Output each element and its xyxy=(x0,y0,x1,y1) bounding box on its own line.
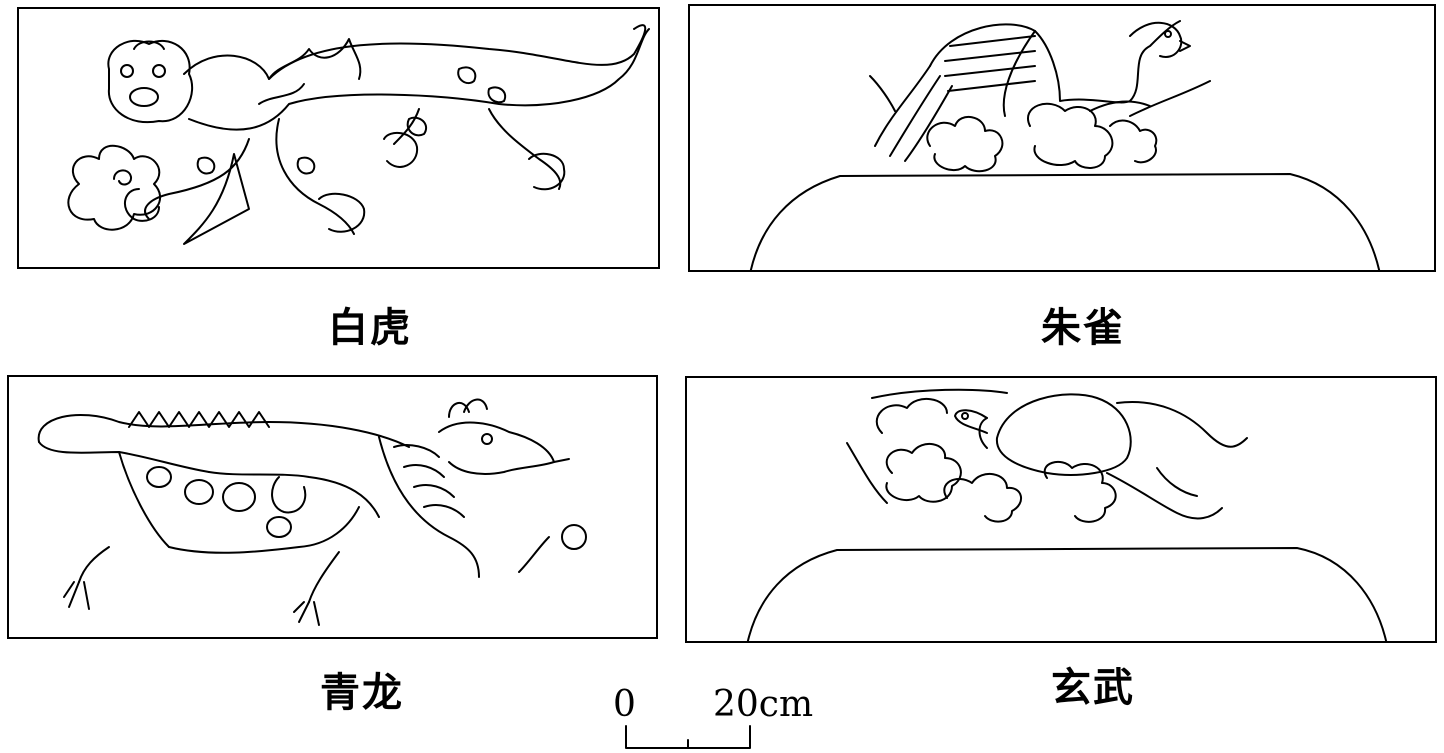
caption-white-tiger: 白虎 xyxy=(328,304,412,351)
panel-white-tiger xyxy=(17,7,660,269)
azure-dragon-drawing xyxy=(37,398,587,626)
scale-bar xyxy=(625,725,751,749)
panel-vermilion-bird xyxy=(688,4,1436,272)
scale-end-label: 20cm xyxy=(713,684,814,725)
vermilion-bird-drawing xyxy=(749,20,1381,270)
caption-black-tortoise: 玄武 xyxy=(1051,664,1135,711)
panel-azure-dragon xyxy=(7,375,658,639)
panel-black-tortoise xyxy=(685,376,1437,643)
caption-vermilion-bird: 朱雀 xyxy=(1041,304,1125,351)
white-tiger-drawing xyxy=(67,24,650,245)
caption-azure-dragon: 青龙 xyxy=(320,669,404,716)
scale-start-label: 0 xyxy=(613,684,636,725)
black-tortoise-drawing xyxy=(746,388,1388,641)
